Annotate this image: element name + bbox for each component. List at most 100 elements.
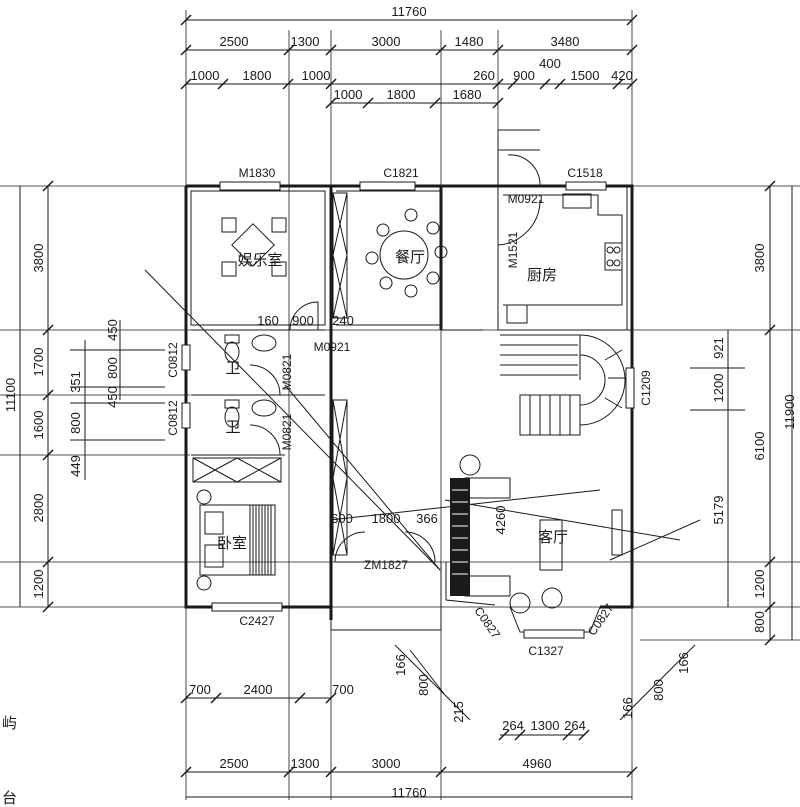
label-m0921-kitchen: M0921	[508, 192, 545, 206]
dim-right-in-c: 5179	[711, 496, 726, 525]
staircase-icon	[500, 334, 626, 436]
dim-right-c: 1200	[752, 570, 767, 599]
dim-top-2-a: 1000	[191, 68, 220, 83]
dim-top-1-a: 2500	[220, 34, 249, 49]
sofa-icon	[450, 454, 623, 614]
kitchen-appliances-icon	[506, 193, 623, 324]
dim-bot-total: 11760	[391, 785, 426, 800]
recreation-table-icon	[221, 217, 287, 277]
dim-top-2-h: 420	[611, 68, 633, 83]
room-labels: 娱乐室 餐厅 厨房 卫 卫 卧室 客厅	[217, 248, 568, 552]
dim-int-1800: 1800	[372, 511, 401, 526]
openings	[181, 154, 635, 639]
label-c1327: C1327	[528, 644, 564, 658]
dim-bot-3-b: 1300	[531, 718, 560, 733]
dim-left-a: 3800	[31, 244, 46, 273]
label-m0821-b: M0821	[280, 413, 294, 450]
label-c1821: C1821	[383, 166, 419, 180]
label-m1830: M1830	[239, 166, 276, 180]
dim-top-total: 11760	[391, 4, 426, 19]
label-m1521: M1521	[506, 231, 520, 268]
dim-bot-2-b: 2400	[244, 682, 273, 697]
dim-left-in-b: 800	[105, 357, 120, 379]
room-bedroom: 卧室	[217, 534, 247, 552]
top-dimensions: 11760 2500 1300 3000 1480 3480 1000 1800…	[180, 4, 638, 109]
label-c1518: C1518	[567, 166, 603, 180]
bed-icon	[196, 489, 276, 591]
edge-text: 屿 台	[2, 714, 17, 807]
dim-bot-1-d: 4960	[523, 756, 552, 771]
dim-left-c: 1600	[31, 411, 46, 440]
dim-right-b: 6100	[752, 432, 767, 461]
dim-left-in-a: 450	[105, 319, 120, 341]
room-kitchen: 厨房	[527, 266, 557, 284]
dim-right-in-a: 921	[711, 337, 726, 359]
room-bath-1: 卫	[225, 359, 240, 377]
dim-top-1-b: 1300	[291, 34, 320, 49]
edge-text-b: 台	[2, 789, 17, 807]
walls	[184, 129, 634, 633]
dim-left-d: 2800	[31, 494, 46, 523]
dim-top-2-b: 1800	[243, 68, 272, 83]
left-dimensions: 11100 3800 1700 1600 2800 1200 450 800 3…	[3, 180, 165, 613]
dim-bot-1-a: 2500	[220, 756, 249, 771]
dim-top-1-d: 1480	[455, 34, 484, 49]
dim-top-2-d: 260	[473, 68, 495, 83]
label-c0827-a: C0827	[471, 604, 503, 641]
label-c0812-b: C0812	[166, 400, 180, 436]
dim-bot-1-b: 1300	[291, 756, 320, 771]
dim-right-d: 800	[752, 611, 767, 633]
dim-diag-r-c: 166	[676, 652, 691, 674]
room-living: 客厅	[538, 528, 568, 546]
dim-left-in-e: 800	[68, 412, 83, 434]
dim-int-240: 240	[332, 313, 354, 328]
label-c0812-a: C0812	[166, 342, 180, 378]
label-c1209: C1209	[639, 370, 653, 406]
dim-top-2-c: 1000	[302, 68, 331, 83]
dim-right-a: 3800	[752, 244, 767, 273]
dim-top-1-c: 3000	[372, 34, 401, 49]
dim-int-160: 160	[257, 313, 279, 328]
dim-bot-2-c: 700	[332, 682, 354, 697]
dim-top-3-b: 1800	[387, 87, 416, 102]
label-m0821-a: M0821	[280, 353, 294, 390]
interior-dimensions: 160 900 240 600 1800 366 4260 166 800 21…	[257, 313, 696, 723]
dim-left-in-c: 351	[68, 371, 83, 393]
toilet-icon	[224, 334, 277, 428]
dim-top-3-a: 1000	[334, 87, 363, 102]
dining-table-icon	[365, 208, 448, 298]
label-c2427: C2427	[239, 614, 275, 628]
dim-diag-r-a: 166	[620, 697, 635, 719]
room-recreation: 娱乐室	[237, 251, 282, 269]
dim-int-4260: 4260	[493, 506, 508, 535]
dim-int-900: 900	[292, 313, 314, 328]
dim-left-b: 1700	[31, 348, 46, 377]
dim-right-total: 11900	[782, 394, 797, 429]
room-dining: 餐厅	[395, 248, 425, 266]
dim-diag-l-a: 166	[393, 654, 408, 676]
dim-bot-2-a: 700	[189, 682, 211, 697]
dim-top-1-e: 3480	[551, 34, 580, 49]
dim-left-in-f: 449	[68, 455, 83, 477]
dim-bot-3-c: 264	[564, 718, 586, 733]
closets	[192, 192, 348, 556]
dim-bot-1-c: 3000	[372, 756, 401, 771]
right-dimensions: 3800 6100 1200 800 11900 921 1200 5179	[690, 180, 797, 646]
room-bath-2: 卫	[225, 418, 240, 436]
dim-top-2-e: 900	[513, 68, 535, 83]
dim-bot-3-a: 264	[502, 718, 524, 733]
dim-left-total: 11100	[3, 378, 18, 412]
edge-text-a: 屿	[2, 714, 17, 732]
label-m0921-hall: M0921	[314, 340, 351, 354]
dim-int-600: 600	[331, 511, 353, 526]
bottom-dimensions: 700 2400 700 264 1300 264 2500 1300 3000…	[180, 682, 638, 800]
axis-grid	[0, 10, 800, 800]
dim-top-3-c: 1680	[453, 87, 482, 102]
label-zm1827: ZM1827	[364, 558, 408, 572]
label-c0827-b: C0827	[585, 601, 617, 638]
dim-left-e: 1200	[31, 570, 46, 599]
dim-top-2-f: 400	[539, 56, 561, 71]
dim-left-in-d: 450	[105, 386, 120, 408]
dim-int-366: 366	[416, 511, 438, 526]
